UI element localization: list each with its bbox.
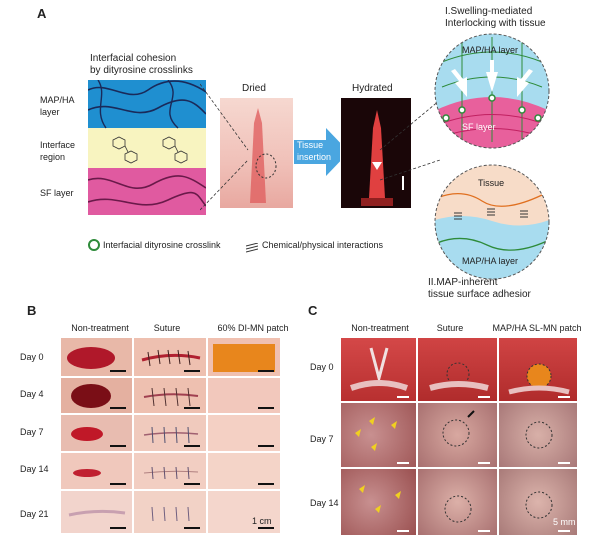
panel-c-letter: C: [308, 303, 318, 318]
panel-c-row-3: Day 14: [310, 498, 339, 508]
circle2-bottom-label: MAP/HA layer: [462, 256, 519, 266]
c-nontreat-day14: [340, 468, 417, 536]
panel-c-col-2: Suture: [436, 323, 464, 333]
scale-bar: [478, 462, 490, 464]
layer-stack-diagram: [87, 79, 207, 215]
mechanism-2-line1: II.MAP-inherent: [428, 277, 498, 288]
scale-bar: [184, 370, 200, 372]
panel-b-letter: B: [27, 303, 37, 318]
interactions-legend-label: Chemical/physical interactions: [262, 240, 384, 250]
panel-b-row-1: Day 0: [20, 352, 44, 362]
c-patch-day7: [498, 402, 578, 468]
b-suture-day7: [133, 414, 207, 452]
scale-bar: [558, 396, 570, 398]
scale-bar: [184, 483, 200, 485]
scale-bar: [258, 527, 274, 529]
mechanism-1-line1: I.Swelling-mediated: [445, 6, 533, 17]
panel-b-row-2: Day 4: [20, 389, 44, 399]
panel-c-scale-label: 5 mm: [553, 517, 576, 527]
scale-bar: [478, 530, 490, 532]
scale-bar: [110, 445, 126, 447]
layer-interface-label-1: Interface: [40, 140, 76, 150]
mechanism-2-circle: [432, 163, 552, 281]
circle1-bottom-label: SF layer: [462, 122, 496, 132]
scale-bar: [184, 445, 200, 447]
c-suture-day14: [417, 468, 498, 536]
scale-bar: [110, 527, 126, 529]
dried-label: Dried: [242, 83, 266, 94]
layer-map-label-2: layer: [40, 107, 60, 117]
layer-sf-label: SF layer: [40, 188, 74, 198]
mechanism-2-line2: tissue surface adhesior: [428, 289, 531, 300]
circle2-top-label: Tissue: [478, 178, 505, 188]
crosslink-legend-icon: [88, 239, 100, 251]
circle1-top-label: MAP/HA layer: [462, 45, 519, 55]
b-nontreat-day14: [60, 452, 133, 490]
b-suture-day21: [133, 490, 207, 534]
dried-needle-image: [219, 97, 294, 209]
layer-interface-label-2: region: [40, 152, 66, 162]
cohesion-title-line1: Interfacial cohesion: [90, 53, 177, 64]
scale-bar: [110, 407, 126, 409]
hydrated-label: Hydrated: [352, 83, 393, 94]
b-patch-day7: [207, 414, 281, 452]
panel-b-scale-label: 1 cm: [252, 516, 272, 526]
c-patch-day14: [498, 468, 578, 536]
scale-bar: [258, 483, 274, 485]
panel-c-col-3: MAP/HA SL-MN patch: [492, 323, 582, 333]
panel-b-row-4: Day 14: [20, 464, 49, 474]
panel-b-row-5: Day 21: [20, 509, 49, 519]
cohesion-title-line2: by dityrosine crosslinks: [90, 65, 193, 76]
scale-bar: [258, 445, 274, 447]
b-suture-day14: [133, 452, 207, 490]
scale-bar: [258, 407, 274, 409]
scale-bar: [397, 462, 409, 464]
scale-bar: [478, 396, 490, 398]
c-suture-day7: [417, 402, 498, 468]
scale-bar: [397, 530, 409, 532]
c-suture-day0: [417, 337, 498, 402]
interactions-legend-icon: [245, 240, 259, 258]
layer-map-label-1: MAP/HA: [40, 95, 75, 105]
b-patch-day21: [207, 490, 281, 534]
b-nontreat-day21: [60, 490, 133, 534]
connector-lines: [200, 83, 441, 211]
scale-bar: [258, 370, 274, 372]
panel-c-col-1: Non-treatment: [351, 323, 409, 333]
panel-c-row-2: Day 7: [310, 434, 334, 444]
layer-stack: [87, 79, 207, 215]
c-nontreat-day0: [340, 337, 417, 402]
hydrated-needle-image: [340, 97, 412, 209]
panel-b-row-3: Day 7: [20, 427, 44, 437]
scale-bar: [558, 462, 570, 464]
scale-bar: [110, 370, 126, 372]
scale-bar: [110, 483, 126, 485]
crosslink-legend-label: Interfacial dityrosine crosslink: [103, 240, 221, 250]
panel-b-col-2: Suture: [153, 323, 181, 333]
scale-bar: [184, 407, 200, 409]
c-nontreat-day7: [340, 402, 417, 468]
scale-bar: [558, 530, 570, 532]
panel-b-col-3: 60% DI-MN patch: [217, 323, 289, 333]
arrow-label-2: insertion: [297, 152, 332, 162]
panel-a-letter: A: [37, 6, 47, 21]
scale-bar: [397, 396, 409, 398]
panel-c-row-1: Day 0: [310, 362, 334, 372]
panel-b-col-1: Non-treatment: [71, 323, 129, 333]
arrow-label-1: Tissue: [297, 140, 324, 150]
scale-bar: [184, 527, 200, 529]
mechanism-1-line2: Interlocking with tissue: [445, 18, 546, 29]
mechanism-1-circle: [432, 32, 552, 150]
c-patch-day0: [498, 337, 578, 402]
tissue-insertion-arrow: [294, 128, 349, 176]
